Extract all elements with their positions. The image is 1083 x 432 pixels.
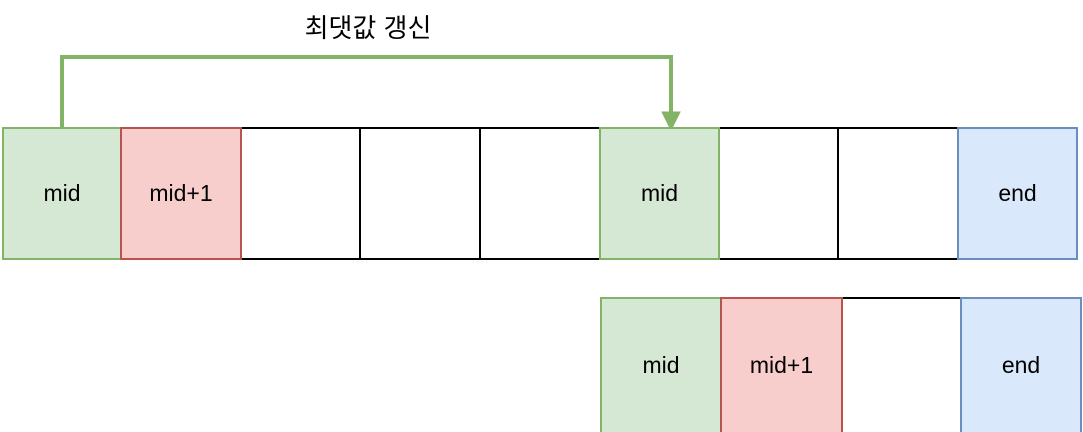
top-array-row: mid mid+1 mid end — [2, 127, 1078, 260]
cell-label: end — [998, 180, 1037, 206]
cell-label: mid+1 — [749, 352, 814, 378]
array-cell-top-2[interactable] — [240, 127, 361, 260]
array-cell-top-3[interactable] — [359, 127, 481, 260]
array-cell-top-1[interactable]: mid+1 — [120, 127, 242, 260]
bottom-array-row: mid mid+1 end — [600, 297, 1082, 432]
annotation-label: 최댓값 갱신 — [304, 13, 432, 43]
cell-label: mid — [640, 180, 679, 206]
array-cell-bottom-0[interactable]: mid — [600, 297, 722, 432]
array-cell-top-5[interactable]: mid — [599, 127, 720, 260]
array-cell-top-6[interactable] — [718, 127, 839, 260]
cell-label: mid+1 — [149, 180, 213, 206]
array-cell-top-4[interactable] — [479, 127, 601, 260]
array-cell-top-0[interactable]: mid — [2, 127, 122, 260]
array-cell-bottom-3[interactable]: end — [960, 297, 1082, 432]
cell-label: end — [1001, 352, 1041, 378]
cell-label: mid — [43, 180, 81, 206]
cell-label: mid — [642, 352, 680, 378]
array-cell-bottom-2[interactable] — [841, 297, 962, 432]
array-cell-top-8[interactable]: end — [957, 127, 1078, 260]
array-cell-top-7[interactable] — [837, 127, 959, 260]
array-cell-bottom-1[interactable]: mid+1 — [720, 297, 843, 432]
